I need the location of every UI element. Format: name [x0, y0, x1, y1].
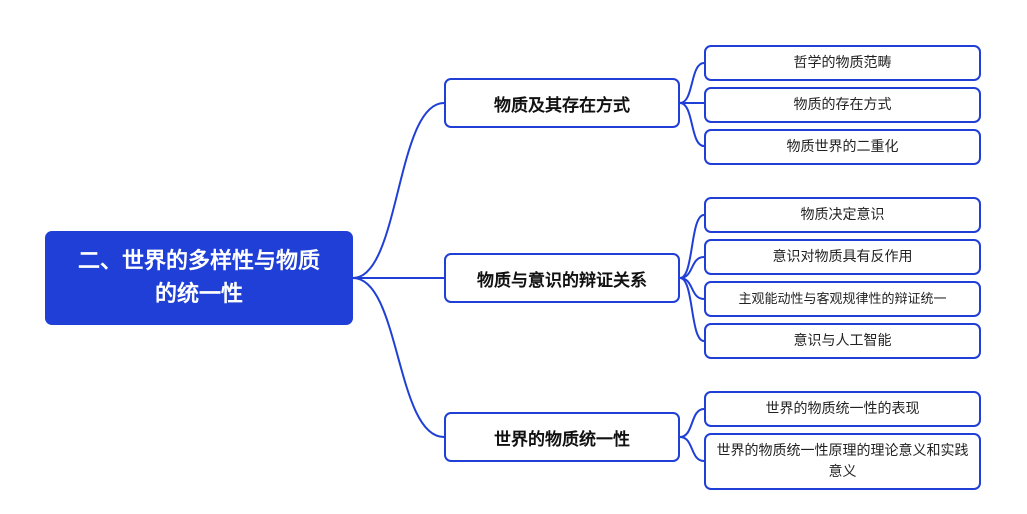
- branch-label: 世界的物质统一性: [494, 429, 630, 450]
- connector-branch-2-leaf-1: [679, 214, 705, 279]
- root-topic-label: 二、世界的多样性与物质的统一性: [77, 249, 320, 307]
- root-topic: 二、世界的多样性与物质的统一性: [45, 231, 353, 325]
- connector-branch-2-leaf-4: [679, 277, 705, 342]
- connector-root-branch-1: [352, 102, 445, 279]
- leaf-label: 物质的存在方式: [793, 96, 892, 113]
- connector-branch-1-leaf-1: [679, 62, 705, 104]
- connector-branch-1-leaf-3: [679, 102, 705, 147]
- leaf-label: 哲学的物质范畴: [793, 54, 892, 71]
- leaf-node: 物质世界的二重化: [704, 129, 981, 165]
- leaf-label: 物质世界的二重化: [786, 138, 899, 155]
- leaf-node: 意识与人工智能: [704, 323, 981, 359]
- leaf-node: 世界的物质统一性的表现: [704, 391, 981, 427]
- leaf-label: 世界的物质统一性的表现: [765, 400, 920, 417]
- leaf-label: 世界的物质统一性原理的理论意义和实践意义: [716, 442, 969, 480]
- branch-material-unity: 世界的物质统一性: [444, 412, 680, 462]
- leaf-label: 意识与人工智能: [793, 332, 892, 349]
- leaf-node: 物质决定意识: [704, 197, 981, 233]
- leaf-node: 哲学的物质范畴: [704, 45, 981, 81]
- branch-label: 物质与意识的辩证关系: [477, 270, 647, 291]
- leaf-node: 意识对物质具有反作用: [704, 239, 981, 275]
- leaf-label: 主观能动性与客观规律性的辩证统一: [738, 291, 947, 307]
- branch-label: 物质及其存在方式: [494, 95, 630, 116]
- connector-branch-3-leaf-1: [679, 408, 705, 438]
- leaf-label: 物质决定意识: [800, 206, 885, 223]
- connector-root-branch-3: [352, 277, 445, 438]
- leaf-label: 意识对物质具有反作用: [772, 248, 913, 265]
- branch-matter-consciousness: 物质与意识的辩证关系: [444, 253, 680, 303]
- leaf-node: 世界的物质统一性原理的理论意义和实践意义: [704, 433, 981, 490]
- connector-branch-3-leaf-2: [679, 436, 705, 462]
- leaf-node: 物质的存在方式: [704, 87, 981, 123]
- branch-material-existence: 物质及其存在方式: [444, 78, 680, 128]
- leaf-node: 主观能动性与客观规律性的辩证统一: [704, 281, 981, 317]
